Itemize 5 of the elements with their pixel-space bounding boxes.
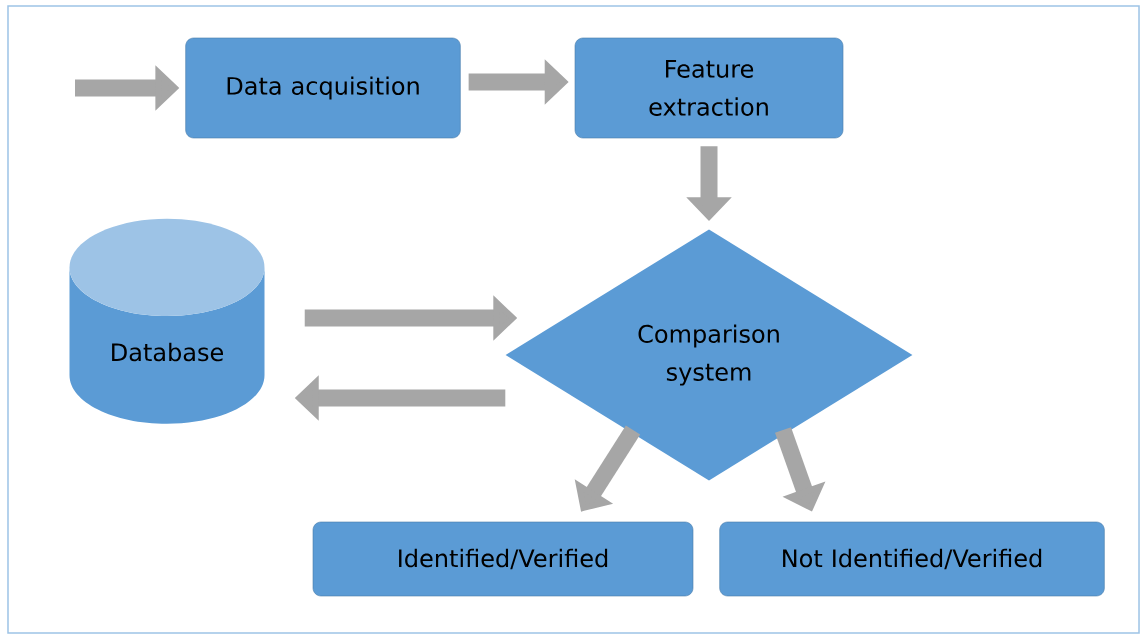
process-box: Feature extraction	[574, 37, 844, 139]
process-box: Not Identified/Verified	[719, 521, 1105, 597]
process-box: Identified/Verified	[312, 521, 694, 597]
process-box: Data acquisition	[185, 37, 461, 139]
database-cylinder: Database	[69, 218, 265, 424]
